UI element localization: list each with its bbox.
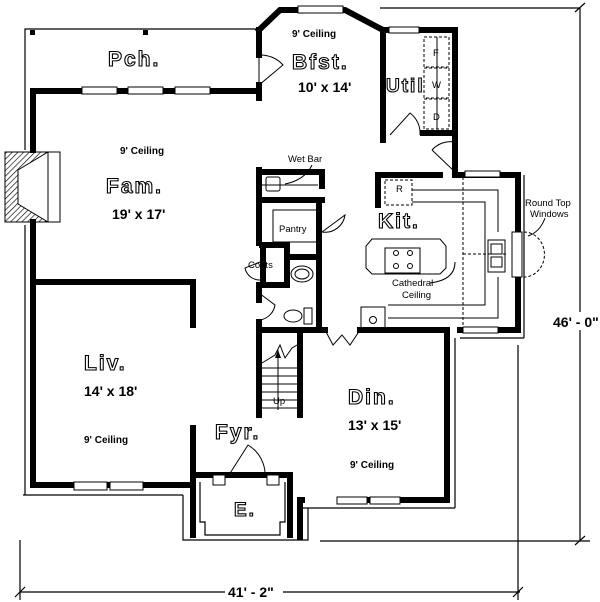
- cathedral-ceiling-line1: Cathedral: [392, 278, 433, 289]
- porch-outline: [24, 28, 258, 495]
- room-label-entry: E.: [234, 500, 256, 521]
- bath-fixtures: [262, 176, 319, 325]
- room-label-foyer: Fyr.: [215, 421, 260, 444]
- stairs: [261, 343, 298, 410]
- interior-walls: [30, 167, 450, 538]
- room-label-utility: Util: [386, 76, 425, 97]
- overall-width: 41' - 2": [228, 584, 274, 600]
- ceiling-note-family: 9' Ceiling: [120, 146, 164, 157]
- round-top-windows-line2: Windows: [530, 209, 569, 220]
- room-size-living: 14' x 18': [84, 383, 137, 399]
- appliance-dryer: D: [433, 112, 440, 123]
- room-label-porch: Pch.: [108, 48, 160, 71]
- room-label-living: Liv.: [84, 352, 127, 375]
- refrigerator-label: R: [396, 184, 403, 195]
- room-size-dining: 13' x 15': [348, 417, 401, 433]
- ceiling-note-living: 9' Ceiling: [84, 435, 128, 446]
- room-label-breakfast: Bfst.: [292, 51, 349, 74]
- overall-depth: 46' - 0": [553, 314, 599, 330]
- utility-appliances: [423, 36, 450, 130]
- doors: [226, 54, 456, 479]
- wet-bar-label: Wet Bar: [288, 154, 322, 165]
- appliance-freezer: F: [433, 48, 439, 59]
- kitchen-fixtures: [360, 177, 545, 331]
- ceiling-note-breakfast: 9' Ceiling: [292, 29, 336, 40]
- room-label-dining: Din.: [348, 386, 396, 409]
- fireplace: [4, 151, 61, 223]
- appliance-washer: W: [432, 80, 441, 91]
- room-size-breakfast: 10' x 14': [298, 79, 351, 95]
- round-top-windows-line1: Round Top: [525, 198, 571, 209]
- pantry-label: Pantry: [279, 224, 307, 235]
- coats-label: Coats: [248, 260, 273, 271]
- room-label-kitchen: Kit.: [378, 210, 420, 233]
- stairs-up-label: Up: [273, 396, 285, 407]
- entry-vestibule: [182, 482, 309, 541]
- room-label-family: Fam.: [106, 175, 163, 198]
- leader-arrows: [284, 164, 546, 284]
- ceiling-note-dining: 9' Ceiling: [350, 460, 394, 471]
- windows: [73, 5, 523, 505]
- room-size-family: 19' x 17': [112, 206, 165, 222]
- cathedral-ceiling-line2: Ceiling: [402, 290, 431, 301]
